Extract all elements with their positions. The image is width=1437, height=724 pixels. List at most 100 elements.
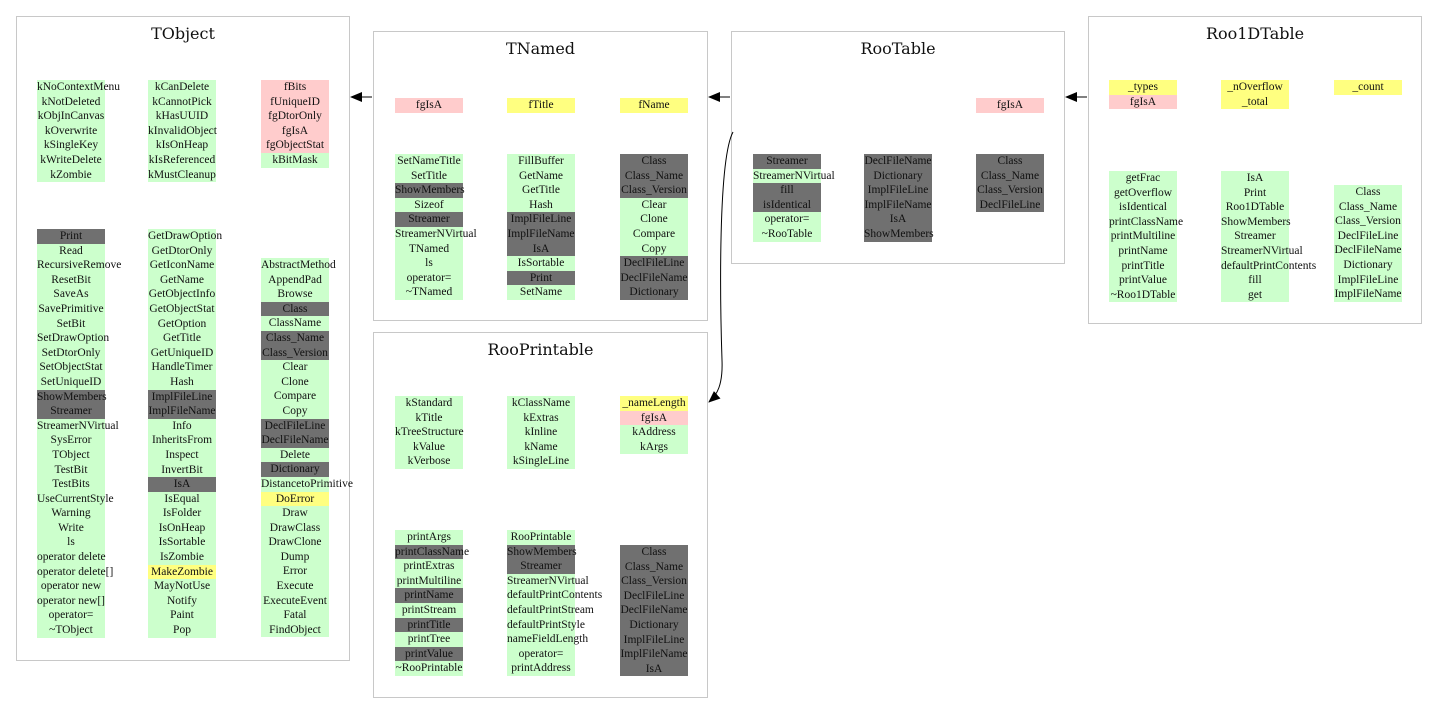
class-member[interactable]: printTree xyxy=(395,632,463,647)
class-member[interactable]: DeclFileLine xyxy=(620,588,688,604)
class-member[interactable]: Class xyxy=(976,154,1044,169)
class-member[interactable]: Read xyxy=(37,243,105,259)
class-member[interactable]: printTitle xyxy=(395,617,463,633)
class-member[interactable]: IsFolder xyxy=(148,506,216,521)
class-member[interactable]: SaveAs xyxy=(37,287,105,302)
class-member[interactable]: kNotDeleted xyxy=(37,94,105,110)
class-member[interactable]: operator= xyxy=(753,212,821,227)
class-member[interactable]: Delete xyxy=(261,447,329,463)
class-member[interactable]: getFrac xyxy=(1109,171,1177,186)
class-member[interactable]: ls xyxy=(395,256,463,271)
class-member[interactable]: Class_Version xyxy=(620,574,688,589)
class-member[interactable]: SetObjectStat xyxy=(37,360,105,375)
class-member[interactable]: SavePrimitive xyxy=(37,301,105,317)
class-member[interactable]: DeclFileName xyxy=(261,433,329,448)
class-member[interactable]: kTreeStructure xyxy=(395,425,464,440)
class-member[interactable]: InvertBit xyxy=(148,462,216,478)
class-member[interactable]: printAddress xyxy=(507,661,575,676)
class-member[interactable]: ls xyxy=(37,535,105,551)
class-member[interactable]: Class xyxy=(620,545,688,560)
class-member[interactable]: Draw xyxy=(261,506,329,521)
class-member[interactable]: ShowMembers xyxy=(507,544,577,560)
class-member[interactable]: Hash xyxy=(148,374,216,390)
class-member[interactable]: IsOnHeap xyxy=(148,520,216,536)
class-member[interactable]: ShowMembers xyxy=(1221,214,1291,230)
class-member[interactable]: _nOverflow xyxy=(1221,80,1289,95)
class-member[interactable]: fgDtorOnly xyxy=(261,109,329,124)
class-member[interactable]: StreamerNVirtual xyxy=(395,226,477,242)
class-member[interactable]: Dictionary xyxy=(864,168,932,184)
class-member[interactable]: DeclFileName xyxy=(1334,243,1402,258)
class-member[interactable]: printMultiline xyxy=(395,573,463,589)
class-member[interactable]: kArgs xyxy=(620,439,688,455)
class-member[interactable]: fill xyxy=(1221,273,1289,288)
class-member[interactable]: GetName xyxy=(507,168,575,184)
class-member[interactable]: InheritsFrom xyxy=(148,433,216,448)
class-member[interactable]: IsA xyxy=(864,212,932,227)
class-member[interactable]: printClassName xyxy=(395,544,470,560)
class-member[interactable]: kInvalidObject xyxy=(148,123,217,139)
class-member[interactable]: fName xyxy=(620,98,688,113)
class-member[interactable]: Class_Name xyxy=(261,330,329,346)
class-member[interactable]: Class_Version xyxy=(1334,214,1402,229)
class-member[interactable]: printStream xyxy=(395,602,463,618)
class-member[interactable]: DeclFileName xyxy=(864,154,932,169)
class-member[interactable]: defaultPrintStyle xyxy=(507,617,585,633)
class-member[interactable]: SetDrawOption xyxy=(37,331,110,346)
class-member[interactable]: kCanDelete xyxy=(148,80,216,95)
class-member[interactable]: Roo1DTable xyxy=(1221,200,1289,215)
class-member[interactable]: Class_Name xyxy=(1334,199,1402,215)
class-member[interactable]: UseCurrentStyle xyxy=(37,491,114,507)
class-member[interactable]: Class_Version xyxy=(261,345,329,361)
class-member[interactable]: GetDtorOnly xyxy=(148,243,216,259)
class-member[interactable]: printMultiline xyxy=(1109,229,1177,244)
class-member[interactable]: fUniqueID xyxy=(261,94,329,110)
class-member[interactable]: printValue xyxy=(1109,273,1177,288)
class-member[interactable]: RecursiveRemove xyxy=(37,258,122,273)
class-member[interactable]: StreamerNVirtual xyxy=(37,418,119,434)
class-member[interactable]: MayNotUse xyxy=(148,579,216,594)
class-member[interactable]: ~TObject xyxy=(37,623,105,638)
class-member[interactable]: Print xyxy=(37,229,105,244)
class-member[interactable]: ImplFileName xyxy=(620,647,688,662)
class-member[interactable]: kHasUUID xyxy=(148,109,216,124)
class-member[interactable]: Write xyxy=(37,520,105,536)
class-member[interactable]: Streamer xyxy=(1221,229,1289,244)
class-member[interactable]: DoError xyxy=(261,491,329,507)
class-member[interactable]: Class xyxy=(1334,185,1402,200)
class-member[interactable]: ShowMembers xyxy=(864,226,934,242)
class-member[interactable]: SetDtorOnly xyxy=(37,345,105,361)
class-member[interactable]: DeclFileLine xyxy=(1334,228,1402,244)
class-member[interactable]: _total xyxy=(1221,94,1289,110)
class-member[interactable]: kExtras xyxy=(507,410,575,426)
class-member[interactable]: ImplFileName xyxy=(864,197,932,213)
class-member[interactable]: kStandard xyxy=(395,396,463,411)
class-member[interactable]: kTitle xyxy=(395,410,463,426)
class-member[interactable]: _nameLength xyxy=(620,396,688,411)
class-member[interactable]: RooPrintable xyxy=(507,530,575,545)
class-member[interactable]: GetIconName xyxy=(148,258,216,273)
class-member[interactable]: Pop xyxy=(148,623,216,638)
class-member[interactable]: kObjInCanvas xyxy=(37,109,105,124)
class-member[interactable]: Class_Version xyxy=(976,183,1044,198)
class-member[interactable]: operator delete[] xyxy=(37,564,114,580)
class-member[interactable]: fgIsA xyxy=(976,98,1044,113)
class-member[interactable]: DeclFileName xyxy=(620,270,688,286)
class-member[interactable]: kSingleKey xyxy=(37,138,105,153)
class-member[interactable]: Clear xyxy=(261,360,329,375)
class-member[interactable]: Streamer xyxy=(507,559,575,574)
class-member[interactable]: isIdentical xyxy=(753,197,821,213)
class-member[interactable]: Sizeof xyxy=(395,197,463,213)
class-member[interactable]: SetTitle xyxy=(395,168,463,184)
class-member[interactable]: Copy xyxy=(620,241,688,257)
class-member[interactable]: DeclFileLine xyxy=(976,197,1044,213)
class-member[interactable]: ExecuteEvent xyxy=(261,593,329,609)
class-member[interactable]: SetName xyxy=(507,285,575,300)
class-member[interactable]: ImplFileLine xyxy=(620,632,688,648)
class-member[interactable]: defaultPrintContents xyxy=(1221,258,1317,274)
class-member[interactable]: Print xyxy=(1221,185,1289,201)
class-member[interactable]: operator new[] xyxy=(37,593,106,609)
class-member[interactable]: Compare xyxy=(620,226,688,242)
